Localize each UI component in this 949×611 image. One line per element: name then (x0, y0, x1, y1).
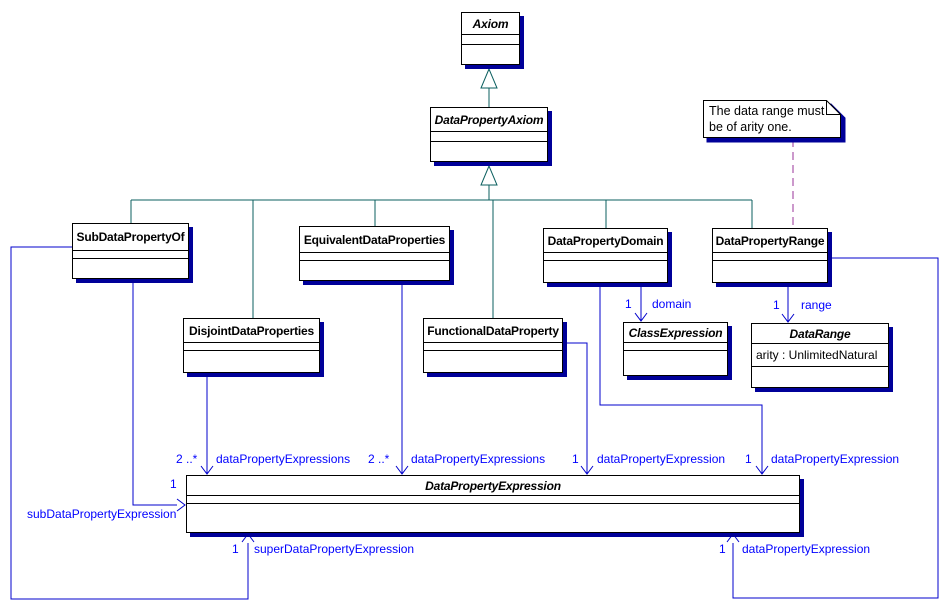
class-Axiom[interactable]: Axiom (461, 12, 520, 65)
class-title: EquivalentDataProperties (300, 227, 449, 253)
label-multiplicity-range-expr: 1 (719, 542, 726, 556)
generalization-tree-dataPropertyAxiom (130, 164, 753, 318)
class-SubDataPropertyOf[interactable]: SubDataPropertyOf (72, 223, 189, 279)
class-title: DataPropertyAxiom (431, 108, 547, 132)
class-title: DataPropertyRange (713, 229, 827, 253)
class-attributes (624, 343, 727, 351)
class-title: DisjointDataProperties (184, 319, 319, 343)
assoc-sub-dataPropertyExpression (132, 282, 186, 512)
class-attributes (544, 253, 667, 261)
assoc-disjoint-dataPropertyExpressions (200, 377, 214, 475)
label-multiplicity-domain: 1 (625, 297, 632, 311)
generalization-dataPropertyAxiom-axiom (480, 67, 498, 107)
class-attributes (431, 132, 547, 142)
assoc-super-dataPropertyExpression (10, 246, 255, 600)
class-attributes (184, 343, 319, 351)
label-role-super: superDataPropertyExpression (254, 542, 415, 556)
class-DataPropertyAxiom[interactable]: DataPropertyAxiom (430, 107, 548, 162)
class-operations (462, 45, 519, 64)
class-attributes (462, 35, 519, 45)
label-role-sub: subDataPropertyExpression (27, 507, 177, 521)
note-line-1: The data range must (709, 104, 825, 118)
label-multiplicity-domain-expr: 1 (745, 452, 752, 466)
label-role-domain-expr: dataPropertyExpression (771, 452, 900, 466)
label-multiplicity-super: 1 (232, 542, 239, 556)
label-role-equivalent: dataPropertyExpressions (411, 452, 546, 466)
label-role-range-expr: dataPropertyExpression (742, 542, 871, 556)
assoc-functional-dataPropertyExpression (563, 342, 594, 475)
class-operations (73, 259, 188, 278)
class-title: ClassExpression (624, 323, 727, 343)
class-operations (752, 367, 888, 387)
class-operations (544, 261, 667, 282)
label-multiplicity-sub: 1 (170, 477, 177, 491)
label-role-functional: dataPropertyExpression (597, 452, 726, 466)
note-comment[interactable]: The data range must be of arity one. (709, 103, 824, 135)
class-attributes (187, 496, 799, 504)
class-DataPropertyExpression[interactable]: DataPropertyExpression (186, 475, 800, 533)
assoc-domain-dataPropertyExpression (599, 283, 769, 475)
class-title: FunctionalDataProperty (424, 319, 562, 343)
class-title: DataPropertyExpression (187, 476, 799, 496)
note-shape (703, 100, 846, 143)
class-operations (184, 351, 319, 372)
class-attributes (424, 343, 562, 351)
class-title: Axiom (462, 13, 519, 35)
class-operations (431, 142, 547, 161)
class-DisjointDataProperties[interactable]: DisjointDataProperties (183, 318, 320, 373)
assoc-range-dataRange (781, 283, 795, 323)
class-operations (713, 261, 827, 282)
class-operations (300, 261, 449, 280)
class-operations (624, 351, 727, 375)
label-role-range: range (801, 298, 832, 312)
label-multiplicity-disjoint: 2 ..* (176, 452, 198, 466)
label-multiplicity-functional: 1 (572, 452, 579, 466)
class-EquivalentDataProperties[interactable]: EquivalentDataProperties (299, 226, 450, 281)
note-line-2: be of arity one. (709, 120, 792, 134)
label-multiplicity-equivalent: 2 ..* (368, 452, 390, 466)
class-ClassExpression[interactable]: ClassExpression (623, 322, 728, 376)
class-title: DataRange (752, 324, 888, 344)
class-attributes: arity : UnlimitedNatural (752, 344, 888, 367)
class-attributes (300, 253, 449, 261)
class-DataPropertyDomain[interactable]: DataPropertyDomain (543, 228, 668, 283)
assoc-domain-classExpression (634, 283, 648, 322)
class-attributes (73, 251, 188, 259)
label-multiplicity-range: 1 (773, 298, 780, 312)
assoc-equivalent-dataPropertyExpressions (395, 281, 409, 475)
class-title: DataPropertyDomain (544, 229, 667, 253)
class-title: SubDataPropertyOf (73, 224, 188, 251)
class-DataRange[interactable]: DataRange arity : UnlimitedNatural (751, 323, 889, 388)
assoc-range-dataPropertyExpression (726, 257, 939, 599)
label-role-disjoint: dataPropertyExpressions (216, 452, 351, 466)
class-DataPropertyRange[interactable]: DataPropertyRange (712, 228, 828, 283)
class-FunctionalDataProperty[interactable]: FunctionalDataProperty (423, 318, 563, 373)
label-role-domain: domain (652, 297, 692, 311)
class-operations (187, 504, 799, 532)
class-attributes (713, 253, 827, 261)
class-operations (424, 351, 562, 372)
